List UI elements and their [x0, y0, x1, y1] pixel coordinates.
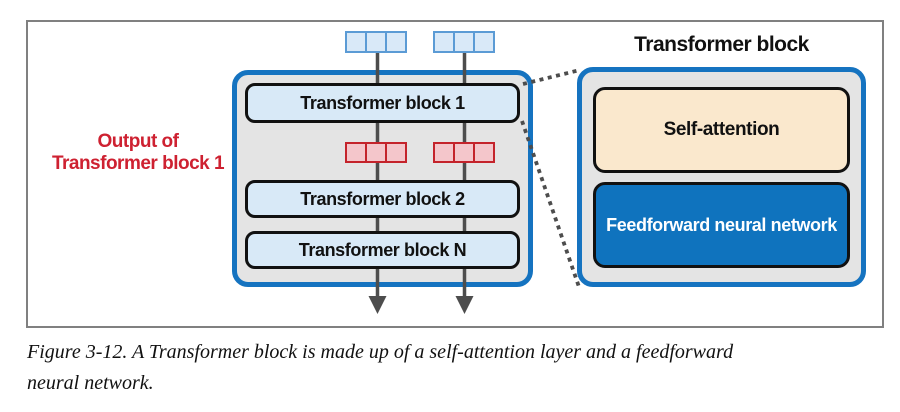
input-token-strip — [345, 31, 407, 53]
token-cell — [433, 142, 455, 163]
token-cell — [365, 31, 387, 53]
token-cell — [453, 31, 475, 53]
token-cell — [385, 142, 407, 163]
output-of-block1-label: Output of Transformer block 1 — [46, 131, 230, 175]
token-cell — [473, 31, 495, 53]
caption-line2: neural network. — [27, 372, 154, 394]
input-token-strip — [433, 31, 495, 53]
token-cell — [345, 31, 367, 53]
token-cell — [365, 142, 387, 163]
figure-caption: Figure 3-12. A Transformer block is made… — [27, 337, 889, 399]
intermediate-token-strip — [345, 142, 407, 163]
self-attention-layer-box: Self-attention — [593, 87, 850, 173]
intermediate-token-strip — [433, 142, 495, 163]
token-cell — [385, 31, 407, 53]
transformer-block-2-box: Transformer block 2 — [245, 180, 520, 218]
output-label-line2: Transformer block 1 — [51, 153, 225, 174]
caption-line1: Figure 3-12. A Transformer block is made… — [27, 341, 734, 363]
token-cell — [345, 142, 367, 163]
transformer-block-n-box: Transformer block N — [245, 231, 520, 269]
detail-panel-title: Transformer block — [634, 33, 809, 56]
feedforward-layer-box: Feedforward neural network — [593, 182, 850, 268]
output-label-line1: Output of — [97, 131, 179, 152]
token-cell — [433, 31, 455, 53]
token-cell — [473, 142, 495, 163]
transformer-block-1-box: Transformer block 1 — [245, 83, 520, 123]
token-cell — [453, 142, 475, 163]
